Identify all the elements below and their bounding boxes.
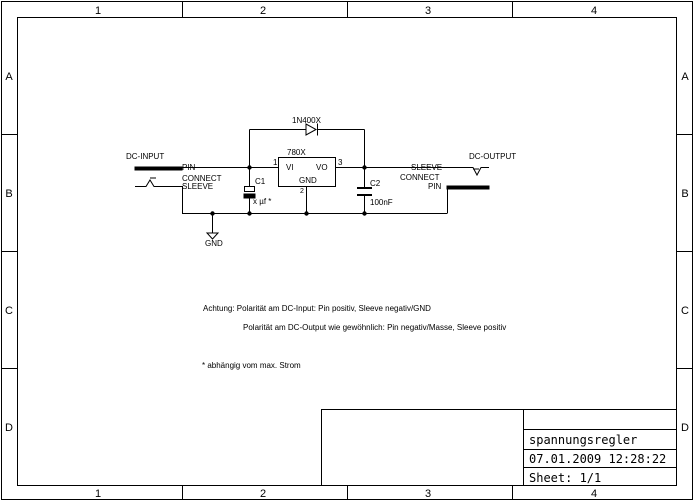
column-label-bottom: 3 — [425, 488, 431, 500]
c1-value: x µf * — [253, 197, 271, 206]
ground-icon — [205, 232, 220, 240]
c2-name: C2 — [370, 179, 381, 188]
title-block-date: 07.01.2009 12:28:22 — [529, 452, 666, 466]
dc-input-sleeve-label: SLEEVE — [182, 182, 213, 191]
column-label-top: 3 — [425, 5, 431, 17]
row-label-left: D — [5, 422, 13, 434]
regulator-vi: VI — [286, 163, 294, 172]
wires — [182, 129, 448, 233]
note-line-1: Achtung: Polarität am DC-Input: Pin posi… — [203, 304, 431, 313]
note-footnote: * abhängig vom max. Strom — [202, 361, 301, 370]
row-label-right: C — [681, 305, 689, 317]
regulator-vo: VO — [316, 163, 328, 172]
row-label-right: A — [681, 71, 689, 83]
junction-dots — [210, 165, 367, 216]
dc-input-pin-label: PIN — [182, 163, 196, 172]
row-label-left: A — [5, 71, 13, 83]
dc-input-jack-symbol — [134, 166, 183, 187]
diode-label: 1N400X — [292, 116, 322, 125]
row-label-left: C — [5, 305, 13, 317]
title-block — [321, 409, 677, 486]
regulator-body — [278, 157, 336, 187]
dc-output-sleeve-label: SLEEVE — [411, 163, 442, 172]
title-block-name: spannungsregler — [529, 433, 637, 447]
column-label-bottom: 2 — [260, 488, 266, 500]
dc-input-connect-label: CONNECT — [182, 174, 222, 183]
c2-value: 100nF — [370, 198, 393, 207]
ground-label: GND — [205, 239, 223, 248]
column-label-top: 2 — [260, 5, 266, 17]
diode-symbol — [305, 123, 318, 136]
regulator-pin-2: 2 — [300, 188, 304, 195]
dc-output-title: DC-OUTPUT — [469, 152, 516, 161]
dc-output-connect-label: CONNECT — [400, 173, 440, 182]
dc-input-title: DC-INPUT — [126, 152, 164, 161]
dc-output-pin-label: PIN — [428, 182, 442, 191]
column-label-top: 4 — [591, 5, 597, 17]
row-label-right: B — [681, 188, 688, 200]
row-label-left: B — [5, 188, 12, 200]
column-label-bottom: 4 — [591, 488, 597, 500]
regulator-pin-1: 1 — [273, 158, 278, 167]
regulator-pin-3: 3 — [338, 158, 343, 167]
capacitor-c1-symbol — [243, 186, 256, 199]
regulator-gnd: GND — [299, 176, 317, 185]
note-line-2: Polarität am DC-Output wie gewöhnlich: P… — [243, 323, 506, 332]
dc-output-jack-symbol — [446, 167, 490, 190]
row-label-right: D — [681, 422, 689, 434]
column-label-top: 1 — [95, 5, 101, 17]
capacitor-c2-symbol — [357, 187, 372, 196]
column-label-bottom: 1 — [95, 488, 101, 500]
title-block-sheet: Sheet: 1/1 — [529, 471, 601, 485]
regulator-name: 780X — [287, 148, 306, 157]
c1-name: C1 — [255, 177, 266, 186]
